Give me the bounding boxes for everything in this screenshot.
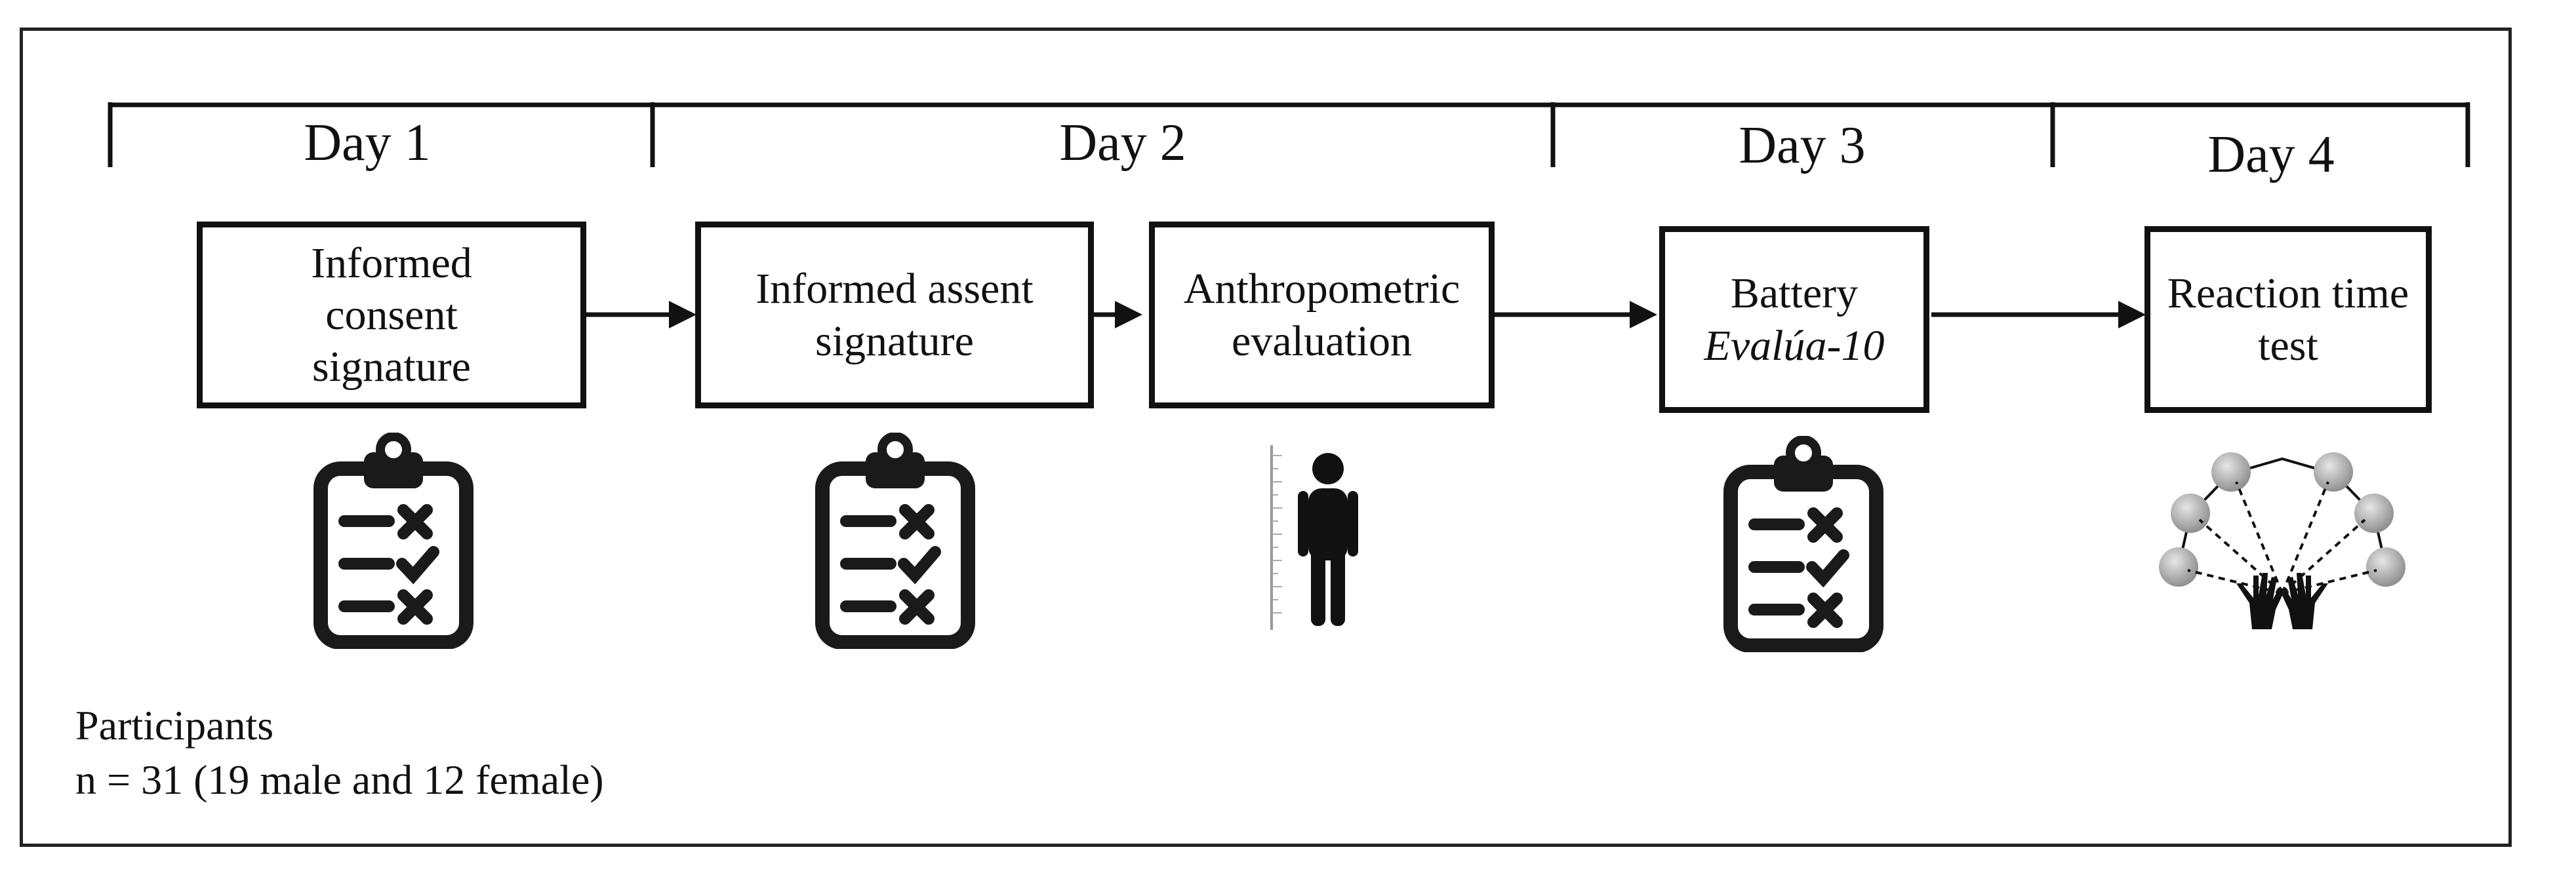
day-1-label: Day 1	[304, 114, 431, 172]
step-anthropometric: Anthropometric evaluation	[1149, 222, 1495, 408]
step-informed-assent: Informed assent signature	[695, 222, 1094, 408]
reaction-time-lights-icon	[2159, 452, 2405, 629]
day-timeline-bracket	[108, 102, 2470, 167]
participants-count: n = 31 (19 male and 12 female)	[75, 756, 604, 803]
step-informed-consent: Informed consent signature	[197, 222, 586, 408]
step-battery: Battery Evalúa-10	[1659, 226, 1929, 413]
step-line: Informed	[311, 239, 472, 287]
person-height-ruler-icon	[1270, 445, 1358, 630]
step-line: evaluation	[1232, 317, 1412, 365]
step-line: consent	[325, 290, 458, 339]
step-line: Reaction time	[2167, 269, 2409, 318]
diagram-frame	[20, 28, 2512, 847]
step-line: Evalúa-10	[1704, 321, 1885, 370]
step-line: Battery	[1730, 269, 1859, 318]
step-line: signature	[815, 317, 974, 365]
clipboard-checklist-icon	[815, 433, 975, 649]
day-4-label: Day 4	[2207, 126, 2335, 184]
step-reaction-time: Reaction time test	[2144, 226, 2432, 413]
step-line: signature	[312, 343, 471, 391]
step-line: test	[2258, 321, 2318, 370]
step-line: Anthropometric	[1183, 265, 1460, 313]
participants-label: Participants	[75, 702, 274, 749]
day-2-label: Day 2	[1059, 114, 1186, 172]
day-3-label: Day 3	[1739, 117, 1866, 174]
clipboard-checklist-icon	[1723, 436, 1883, 652]
step-line: Informed assent	[755, 265, 1034, 313]
clipboard-checklist-icon	[313, 433, 473, 649]
